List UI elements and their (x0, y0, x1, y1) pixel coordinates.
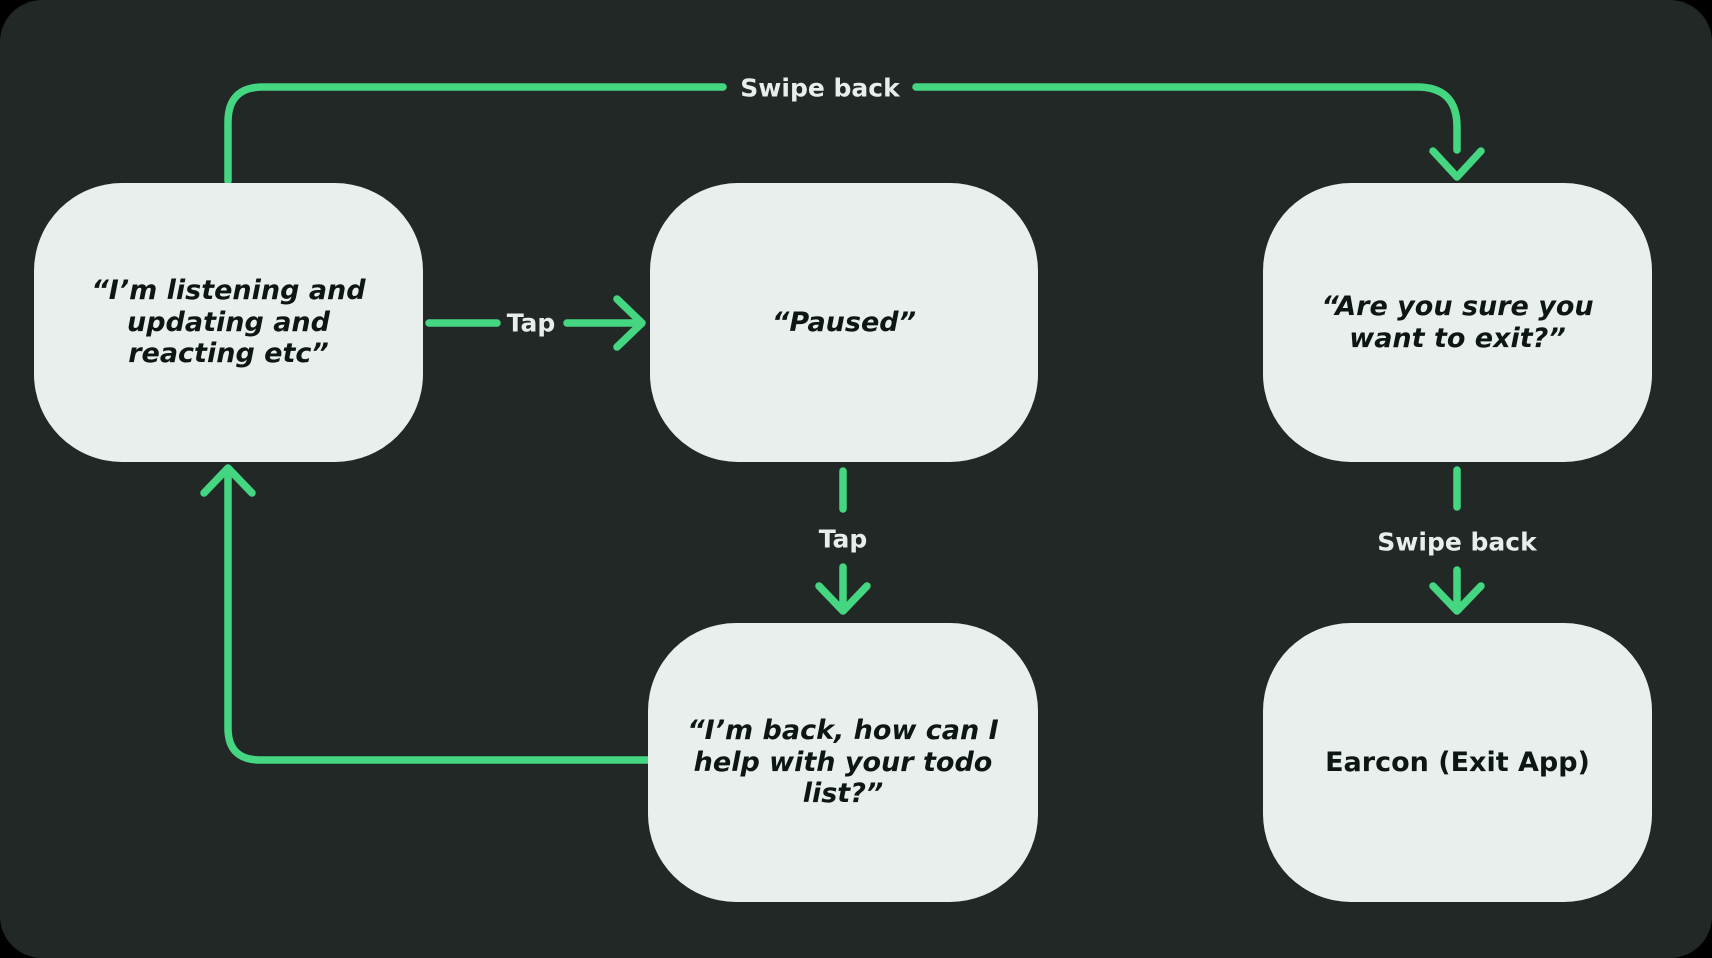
swipe-back-right-arrow (1429, 466, 1485, 615)
edge-label-tap-vertical: Tap (818, 524, 868, 554)
edge-label-tap-horizontal: Tap (506, 308, 556, 338)
tap-vertical-arrow (815, 467, 871, 615)
node-confirm-exit: “Are you sure you want to exit?” (1263, 183, 1652, 462)
node-earcon-exit-app: Earcon (Exit App) (1263, 623, 1652, 902)
edge-label-swipe-back-right: Swipe back (1377, 527, 1537, 557)
edge-label-swipe-back-top: Swipe back (740, 73, 900, 103)
loop-back-arrow (200, 464, 652, 764)
node-confirm-exit-text: “Are you sure you want to exit?” (1321, 290, 1594, 354)
node-earcon-exit-app-text: Earcon (Exit App) (1325, 746, 1590, 778)
node-back: “I’m back, how can I help with your todo… (648, 623, 1038, 902)
node-listening: “I’m listening and updating and reacting… (34, 183, 423, 462)
tap-horizontal-arrow (425, 295, 646, 351)
node-back-text: “I’m back, how can I help with your todo… (687, 714, 999, 810)
node-listening-text: “I’m listening and updating and reacting… (91, 274, 366, 370)
swipe-back-top-arrow (224, 83, 1485, 185)
node-paused-text: “Paused” (772, 306, 916, 338)
node-paused: “Paused” (650, 183, 1038, 462)
